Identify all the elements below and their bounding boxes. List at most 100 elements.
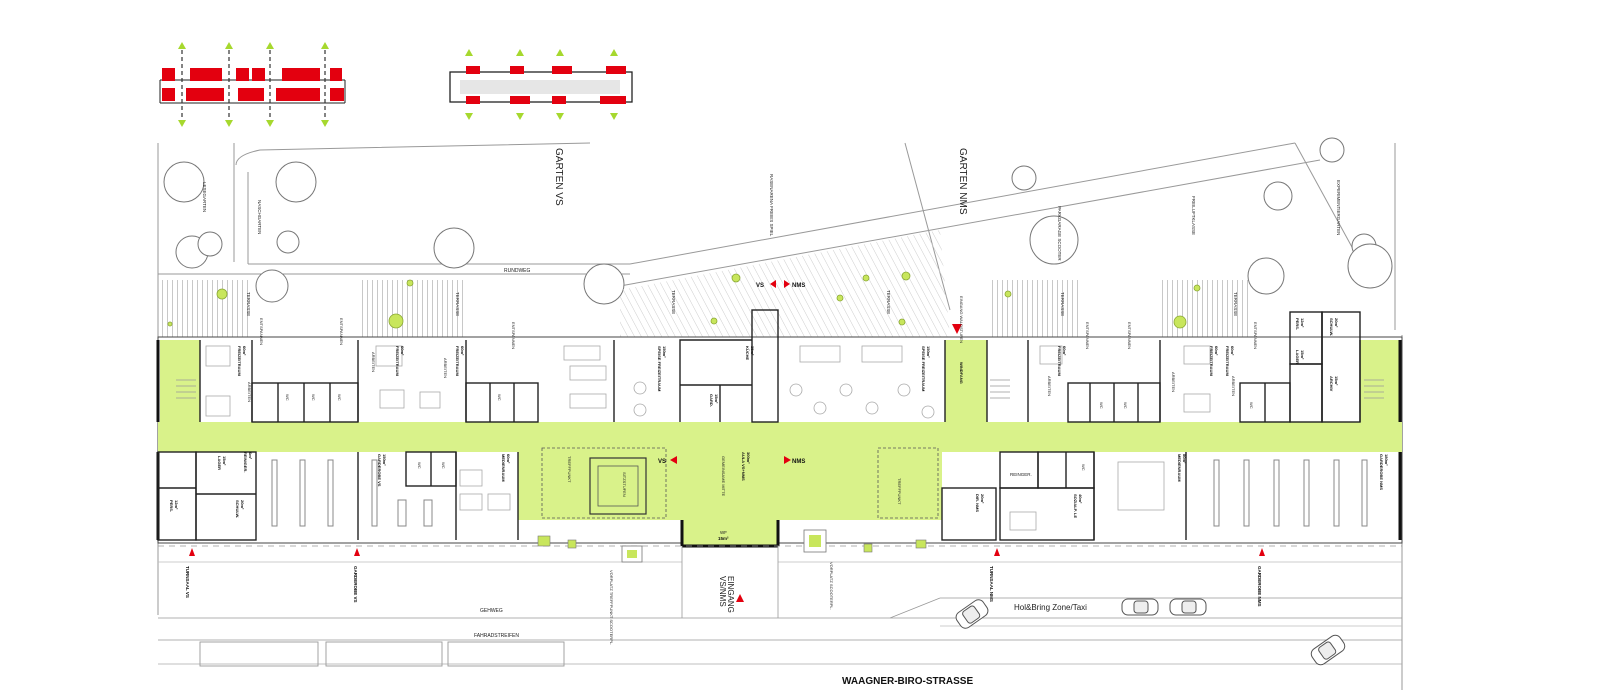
room-freizeitraum: FREIZEITRAUM [1057, 346, 1062, 376]
room-wc: WC [1123, 402, 1128, 409]
terrace-label: TERRASSE [246, 292, 251, 316]
room-wc: WC [311, 394, 316, 401]
nms-arrow-icon [784, 280, 790, 288]
room-wc: WC [1099, 402, 1104, 409]
garden-vs-label: GARTEN VS [553, 148, 564, 206]
room-arbeiten: ARBEITEN [247, 382, 252, 402]
room-area: 150m² [662, 346, 667, 358]
room-lager: LAGER [1295, 350, 1300, 364]
terrace-label: TERRASSE [886, 290, 891, 314]
main-entrance-label-2: VS/NMS [718, 576, 727, 607]
forecourt [158, 529, 1402, 667]
room-wc: WC [417, 462, 422, 469]
room-freizeitraum: FREIZEITRAUM [395, 346, 400, 376]
room-garderobe-vs: GARDEROBE VS [377, 454, 382, 487]
room-area: 15m² [1334, 376, 1339, 386]
room-freizeitraum: FREIZEITRAUM [1209, 346, 1214, 376]
room-area: 12m² [1300, 318, 1305, 328]
concept-diagram-right [449, 49, 633, 120]
vs-marker-aula: VS [658, 459, 666, 465]
room-area: 20m² [1334, 318, 1339, 328]
room-area: 80m² [1182, 454, 1187, 464]
room-area: 60m² [242, 346, 247, 356]
garden-nms-label: GARTEN NMS [957, 148, 968, 215]
room-area: 60m² [1214, 346, 1219, 356]
room-wc: WC [1249, 402, 1254, 409]
terrace-label: TERRASSE [1060, 292, 1065, 316]
room-freizeitraum: FREIZEITRAUM [237, 346, 242, 376]
room-archiv: ARCHIV [1329, 376, 1334, 392]
room-speise: SPEISE FREIZEITRAUM [921, 346, 926, 392]
room-entspannen: ENTSPANNEN [259, 318, 264, 345]
room-area: 40m² [1078, 494, 1083, 504]
room-wc: WC [497, 394, 502, 401]
room-pers: PERS. [169, 500, 174, 512]
vorplatz2-label: VORPLATZ SCOOTERPL. [829, 562, 834, 610]
terraces [158, 230, 1250, 337]
room-speise: SPEISE FREIZEITRAUM [657, 346, 662, 392]
nms-marker-north: NMS [792, 283, 805, 289]
room-area: 180m² [1384, 454, 1389, 466]
entrance-triangle-waldstufen [952, 324, 962, 334]
room-sitzstufen: SITZSTUFEN [622, 472, 627, 497]
room-area: 15m² [718, 536, 729, 541]
room-wc: WC [441, 462, 446, 469]
building [156, 309, 1403, 548]
room-area: 15m² [222, 456, 227, 466]
room-area: 20m² [240, 500, 245, 510]
main-entrance-label: EINGANG [726, 576, 735, 613]
rundweg-label: RUNDWEG [504, 268, 530, 274]
lesegarten-label: LESEGARTEN [202, 182, 207, 212]
room-area: 15m² [1300, 350, 1305, 360]
entrance-garderobe-nms: GARDEROBE NMS [1257, 566, 1262, 607]
room-arbeiten: ARBEITEN [1231, 376, 1236, 396]
room-reinger: REINIGER. [243, 452, 248, 472]
room-sozialp: SOZIALP. LE [1073, 494, 1078, 518]
room-medienraum: MEDIENRAUM [501, 454, 506, 482]
gehweg-label: GEHWEG [480, 608, 503, 614]
room-treffpunkt: TREFFPUNKT [567, 456, 572, 483]
terrace-circles [167, 271, 1201, 329]
entrance-turnsaal-nms: TURNSAAL NMS [989, 566, 994, 602]
room-area: 15m² [714, 394, 719, 404]
rasenarena-label: RASENARENA FREIES SPIEL [769, 174, 774, 237]
room-wc: WC [1081, 464, 1086, 471]
room-area: 35m² [750, 346, 755, 356]
room-pers: PERS. [1295, 318, 1300, 330]
room-medienraum-nms: MEDIENRAUM [1177, 454, 1182, 482]
terrace-label: TERRASSE [455, 292, 460, 316]
entrance-triangle-turnsaal-nms [994, 548, 1000, 556]
room-treffpunkt: TREFFPUNKT [897, 478, 902, 505]
room-schulw: SCHULW. [235, 500, 240, 518]
room-wc: WC [285, 394, 290, 401]
room-area: 12m² [174, 500, 179, 510]
entrance-garderobe-vs: GARDEROBE VS [353, 566, 358, 603]
room-arbeiten: ARBEITEN [443, 358, 448, 378]
room-area: 300m² [746, 452, 751, 464]
eingang-waldstufen: EINGANG WALDSTUFEN [959, 296, 964, 343]
entrance-turnsaal-vs: TURNSAAL VS [185, 566, 190, 598]
room-kueche: KÜCHE [745, 346, 750, 361]
room-freizeitraum: FREIZEITRAUM [1225, 346, 1230, 376]
entrance-triangle-garderobe-nms [1259, 548, 1265, 556]
room-gard: GARD. [709, 394, 714, 407]
cars [955, 598, 1346, 666]
room-entspannen: ENTSPANNEN [511, 322, 516, 349]
vorplatz-label: VORPLATZ TREFFPUNKT SCOOTERPL. [609, 570, 614, 645]
room-entspannen: ENTSPANNEN [1085, 322, 1090, 349]
room-aula: AULA VS+NMS [741, 452, 746, 481]
room-arbeiten: ARBEITEN [1047, 376, 1052, 396]
room-area: 20m² [980, 494, 985, 504]
room-area: 150m² [926, 346, 931, 358]
vs-marker-north: VS [756, 283, 764, 289]
room-area: 60m² [506, 454, 511, 464]
room-gemeinsame-mitte: GEMEINSAME MITTE [721, 456, 726, 497]
room-arbeiten: ARBEITEN [1171, 372, 1176, 392]
vs-arrow-icon-aula [670, 456, 677, 464]
nms-marker-aula: NMS [792, 459, 805, 465]
room-garderobe-nms: GARDEROBE NMS [1379, 454, 1384, 490]
freiluftklasse-label: FREILUFTKLASSE [1191, 196, 1196, 235]
entrance-triangle-garderobe-vs [354, 548, 360, 556]
concept-diagram-left [159, 42, 346, 127]
